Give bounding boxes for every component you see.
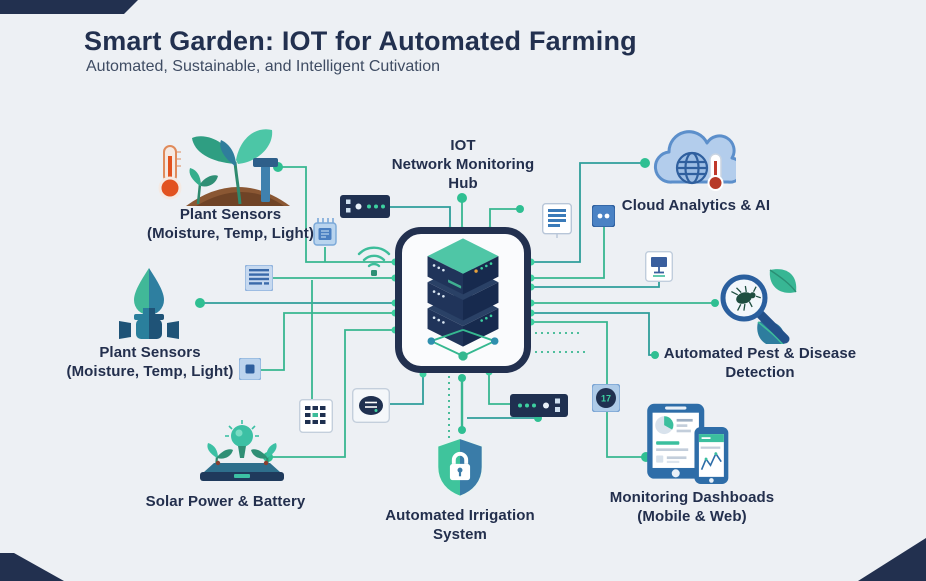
chip-17-icon: 17 bbox=[592, 384, 620, 412]
wifi-icon bbox=[357, 246, 391, 276]
battery-grid-icon bbox=[299, 399, 333, 433]
bulb-seedling-icon bbox=[200, 420, 284, 481]
server-bar-icon bbox=[510, 394, 568, 417]
chip-icon bbox=[313, 218, 337, 246]
server-stack-icon bbox=[427, 238, 499, 361]
corner-accent-top-left bbox=[0, 0, 138, 14]
list-icon bbox=[542, 203, 572, 238]
magnifier-bug-leaf-icon bbox=[720, 269, 797, 344]
cloud-label: Cloud Analytics & AI bbox=[621, 197, 771, 214]
chip-17-label: 17 bbox=[601, 394, 611, 404]
cloud-globe-thermometer-icon bbox=[653, 130, 736, 191]
iot-hub-node bbox=[395, 227, 531, 373]
pest-label: Automated Pest & Disease Detection bbox=[663, 345, 857, 382]
storage-disc-icon bbox=[352, 388, 390, 423]
irrigation-label: Automated Irrigation System bbox=[385, 507, 535, 544]
mobile-web-devices-icon bbox=[647, 403, 729, 484]
hub-label: IOT Network Monitoring Hub bbox=[391, 137, 535, 193]
dashboards-label: Monitoring Dashboads (Mobile & Web) bbox=[609, 489, 775, 526]
sensor-chip-icon bbox=[239, 358, 261, 380]
corner-accent-bottom-left bbox=[0, 553, 64, 581]
plant-sensors-top-label: Plant Sensors (Moisture, Temp, Light) bbox=[146, 206, 314, 243]
router-icon bbox=[340, 195, 390, 218]
monitor-icon bbox=[645, 251, 673, 282]
page-title: Smart Garden: IOT for Automated Farming bbox=[84, 26, 637, 56]
corner-accent-bottom-right bbox=[858, 538, 926, 581]
panel-grid-icon bbox=[245, 265, 273, 291]
plant-thermometer-icon bbox=[158, 129, 290, 206]
water-valve-icon bbox=[119, 268, 179, 339]
shield-lock-icon bbox=[436, 437, 484, 498]
page-subtitle: Automated, Sustainable, and Intelligent … bbox=[86, 58, 441, 75]
plant-sensors-left-label: Plant Sensors (Moisture, Temp, Light) bbox=[66, 344, 234, 381]
solar-label: Solar Power & Battery bbox=[145, 493, 306, 510]
port-icon bbox=[592, 205, 615, 227]
